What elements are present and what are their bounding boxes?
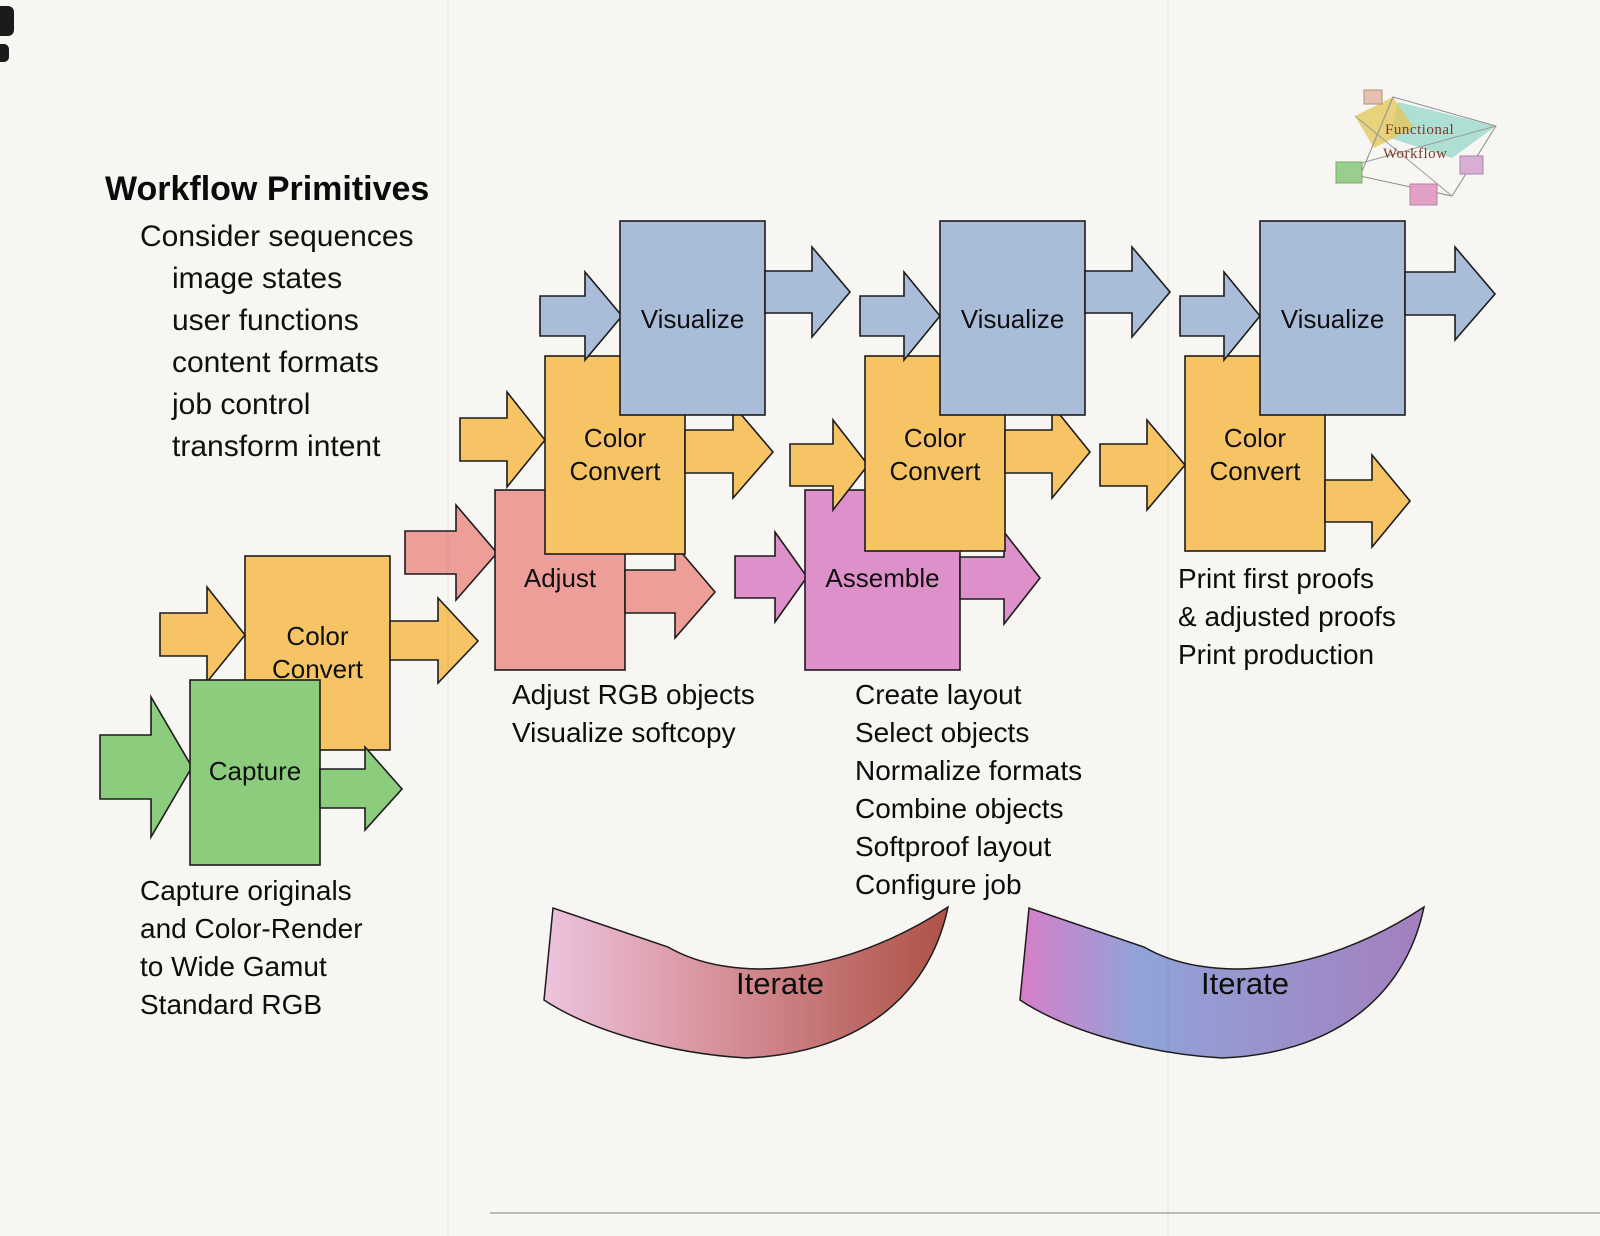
visualize-box-2: [939, 220, 1086, 416]
visualize-box-3: [1259, 220, 1406, 416]
logo-text-line-2: Workflow: [1383, 146, 1448, 162]
arrow-adjust-in: [404, 502, 499, 603]
arrow-color-convert-3-out: [1004, 402, 1092, 501]
arrow-assemble-out: [959, 529, 1042, 627]
intro-line-1: Consider sequences: [140, 220, 414, 253]
logo-text-line-1: Functional: [1385, 122, 1455, 138]
iterate-label-right: Iterate: [1201, 966, 1289, 1001]
intro-line-5: job control: [172, 388, 311, 421]
color-convert-2-label: Color Convert: [569, 423, 661, 486]
arrow-visualize-3-in: [1179, 269, 1262, 363]
assemble-note: Create layout Select objects Normalize f…: [855, 679, 1083, 900]
color-convert-1-label: Color Convert: [271, 621, 364, 684]
arrow-color-convert-2-out: [684, 402, 775, 501]
visualize-2-label: Visualize: [960, 304, 1065, 334]
iterate-arrow-right: [1019, 905, 1426, 1059]
scan-artifact-mark-1: [0, 6, 14, 36]
scan-artifact-mark-2: [0, 44, 9, 62]
print-note: Print first proofs & adjusted proofs Pri…: [1178, 563, 1396, 670]
arrow-visualize-2-in: [859, 269, 942, 363]
iterate-label-left: Iterate: [736, 966, 824, 1001]
functional-workflow-logo: [1335, 89, 1497, 206]
arrow-color-convert-2-in: [459, 389, 547, 490]
logo-teal-facet: [1390, 102, 1496, 158]
adjust-box-label: Adjust: [523, 563, 597, 593]
logo-wire-line-2: [1359, 96, 1394, 177]
scan-artifact-streak-2: [1167, 0, 1169, 1236]
arrow-visualize-3-out: [1404, 244, 1497, 343]
iterate-arrow-left: [543, 905, 950, 1059]
arrow-adjust-out: [624, 542, 717, 641]
assemble-box-label: Assemble: [825, 563, 940, 593]
logo-green-node: [1335, 161, 1363, 184]
arrow-visualize-2-out: [1084, 244, 1172, 340]
arrow-color-convert-1-out: [389, 595, 480, 685]
arrow-visualize-1-in: [539, 269, 624, 363]
logo-wire-line-1: [1354, 115, 1453, 197]
visualize-3-label: Visualize: [1280, 304, 1385, 334]
visualize-1-label: Visualize: [640, 304, 745, 334]
arrow-color-convert-3-in: [789, 417, 870, 513]
adjust-note: Adjust RGB objects Visualize softcopy: [512, 679, 755, 748]
logo-tan-node: [1363, 89, 1383, 105]
arrow-color-convert-4-in: [1099, 417, 1187, 513]
arrow-color-convert-1-in: [159, 584, 247, 685]
capture-note: Capture originals and Color-Render to Wi…: [140, 875, 363, 1020]
arrow-capture-out: [319, 744, 404, 833]
scan-artifact-streak-1: [447, 0, 449, 1236]
color-convert-3-label: Color Convert: [889, 423, 981, 486]
logo-wire-line-3: [1335, 125, 1497, 171]
page-title: Workflow Primitives: [105, 170, 430, 208]
intro-line-2: image states: [172, 262, 343, 295]
logo-yellow-facet: [1355, 97, 1414, 148]
logo-pink-node: [1409, 183, 1438, 206]
scan-artifact-line: [490, 1212, 1600, 1214]
visualize-box-1: [619, 220, 766, 416]
arrow-assemble-in: [734, 529, 808, 625]
capture-box-label: Capture: [208, 756, 302, 786]
logo-purple-node: [1459, 155, 1484, 175]
arrow-capture-in: [99, 694, 193, 840]
intro-line-3: user functions: [172, 304, 359, 337]
arrow-color-convert-4-out: [1324, 452, 1412, 550]
arrow-visualize-1-out: [764, 244, 852, 340]
intro-line-4: content formats: [172, 346, 379, 379]
intro-line-6: transform intent: [172, 430, 381, 463]
color-convert-4-label: Color Convert: [1209, 423, 1301, 486]
